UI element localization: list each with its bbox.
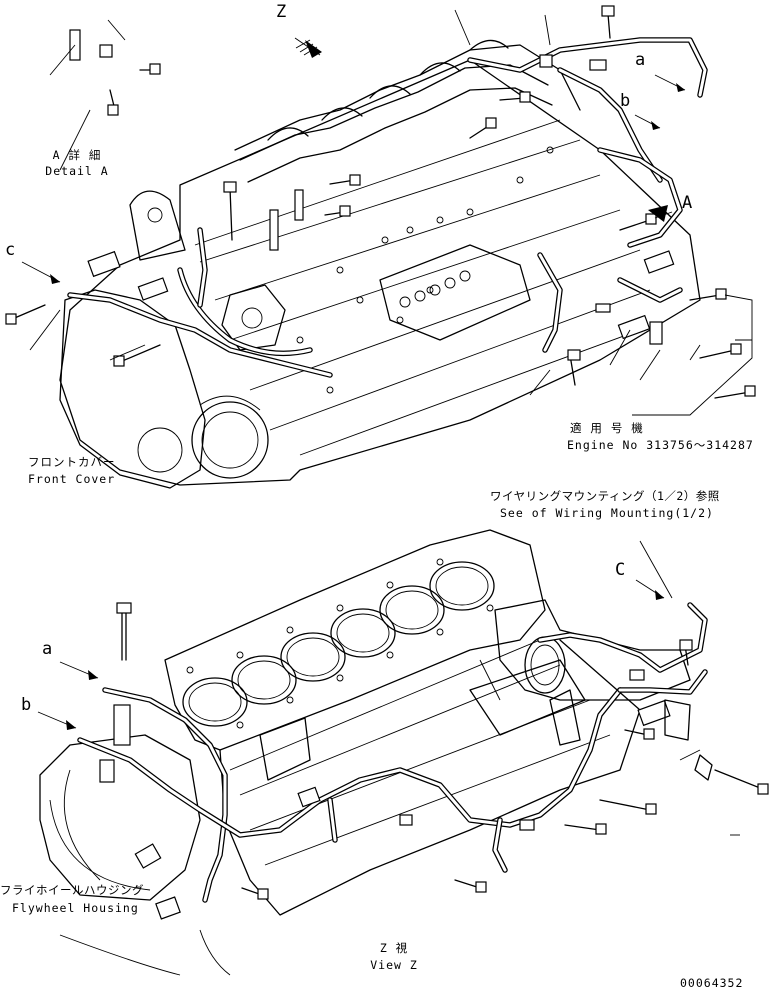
upper-engine-block <box>59 39 701 489</box>
detail-a-label-en: Detail A <box>45 164 109 178</box>
flywheel-housing-label-jp: フライホイールハウジング <box>0 883 144 897</box>
wiring-ref-label-en: See of Wiring Mounting(1/2) <box>500 506 714 520</box>
wiring-ref-label-jp: ワイヤリングマウンティング（1／2）参照 <box>490 489 720 503</box>
lower-engine-block <box>39 529 691 976</box>
applicable-engine-label-jp: 適 用 号 機 <box>570 421 644 435</box>
detail-a-label-jp: A 詳 細 <box>52 148 102 162</box>
callout-a-upper: a <box>635 50 646 70</box>
flywheel-housing-label-en: Flywheel Housing <box>12 901 139 915</box>
front-cover-label-jp: フロントカバー <box>28 455 116 469</box>
view-z-label-en: View Z <box>370 958 418 972</box>
callout-c-lower: C <box>615 560 626 580</box>
upper-direction-arrows <box>21 37 686 284</box>
upper-wiring-harness <box>5 5 756 416</box>
callout-c-upper: c <box>5 240 16 260</box>
lower-direction-arrows <box>37 579 665 730</box>
detail-a-callout: A <box>682 193 693 213</box>
callout-a-lower: a <box>42 639 53 659</box>
engine-number-range: Engine No 313756～314287 <box>567 438 754 452</box>
drawing-part-code: 00064352 <box>680 976 744 990</box>
front-cover-label-en: Front Cover <box>28 472 116 486</box>
callout-b-upper: b <box>620 91 631 111</box>
lower-wiring-harness <box>77 540 769 920</box>
view-z-callout: Z <box>276 2 287 22</box>
view-z-label-jp: Z 視 <box>379 941 409 955</box>
callout-b-lower: b <box>21 695 32 715</box>
